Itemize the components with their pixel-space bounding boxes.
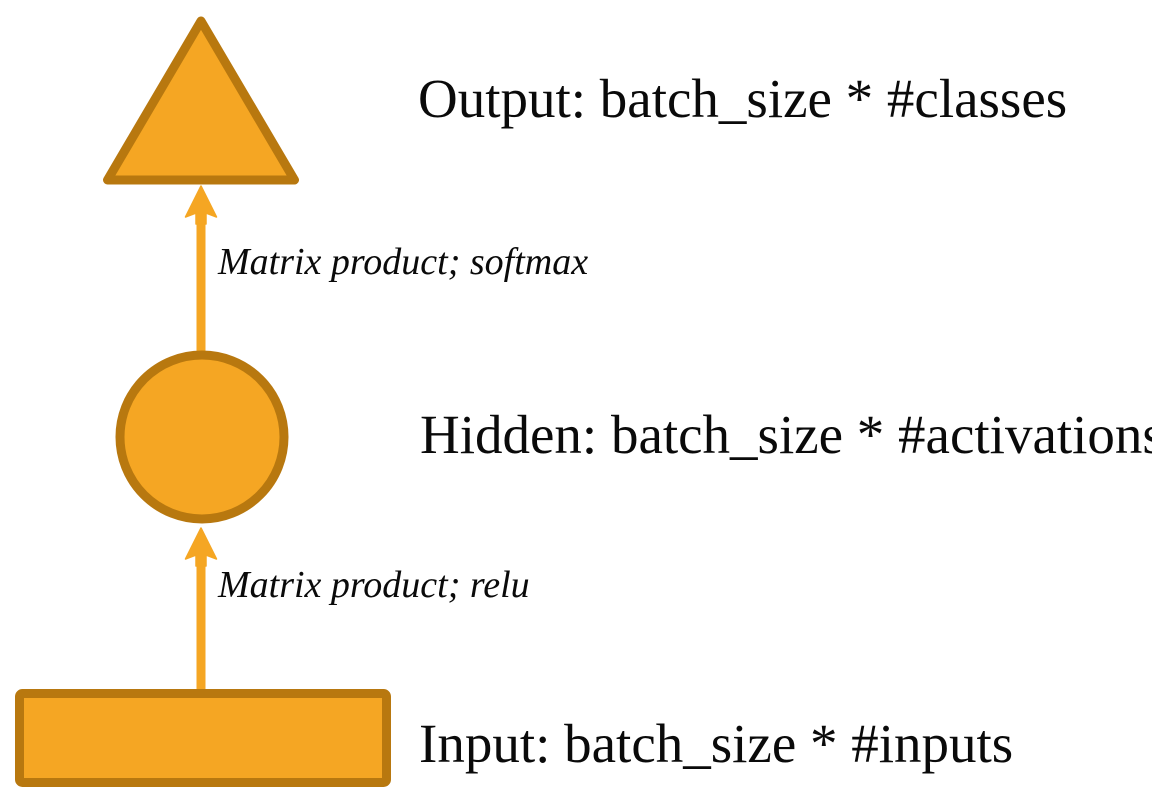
- edge-label-input-to-hidden: Matrix product; relu: [218, 564, 530, 606]
- arrow-shaft-hidden-to-output: [196, 206, 206, 353]
- edge-input-to-hidden: [184, 527, 218, 693]
- node-input-rectangle[interactable]: [15, 689, 391, 787]
- edge-hidden-to-output: [184, 185, 218, 353]
- arrow-shaft-input-to-hidden: [196, 547, 206, 693]
- node-hidden-circle[interactable]: [115, 350, 289, 524]
- node-output-triangle[interactable]: [103, 16, 299, 185]
- node-label-hidden: Hidden: batch_size * #activations: [420, 404, 1152, 465]
- edge-label-hidden-to-output: Matrix product; softmax: [218, 241, 589, 283]
- node-label-input: Input: batch_size * #inputs: [419, 713, 1014, 774]
- node-label-output: Output: batch_size * #classes: [418, 68, 1068, 129]
- arrowhead-input-to-hidden: [184, 527, 218, 567]
- arrowhead-hidden-to-output: [184, 185, 218, 225]
